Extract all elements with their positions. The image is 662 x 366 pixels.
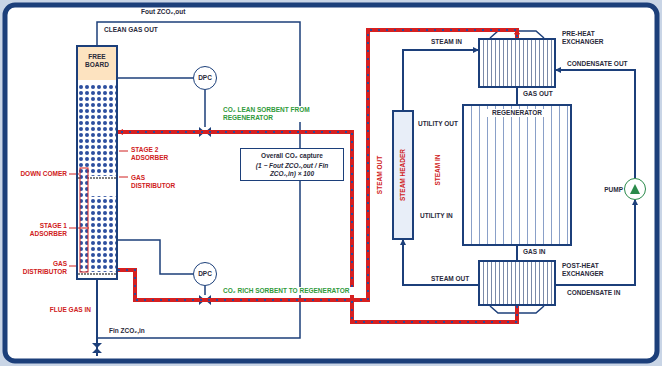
stage1-bed: [90, 196, 116, 272]
adsorber-column-text: FREE BOARD: [80, 53, 114, 69]
connector-group: [118, 132, 517, 322]
downcomer: [80, 168, 88, 272]
stream-label: FLUE GAS IN: [30, 306, 92, 314]
flow-variable: Fout ZCO₂,out: [140, 8, 220, 16]
frame: [5, 5, 657, 361]
flow-variable: Fin ZCO₂,in: [108, 327, 168, 335]
formula-box-text: Overall CO₂ capture: [244, 152, 340, 160]
process-line: [118, 77, 193, 79]
stream-label: UTILITY IN: [419, 212, 459, 220]
regenerator: REGENERATOR: [462, 104, 572, 246]
stream-label: GAS OUT: [522, 90, 558, 98]
steam-header-text: STEAM HEADER: [399, 149, 407, 201]
heat-exchanger-text: POST-HEAT EXCHANGER: [562, 262, 610, 278]
dpc-controller: DPC: [193, 262, 217, 286]
connector-group: [517, 246, 518, 260]
dpc-controller-text: DPC: [198, 74, 212, 82]
stream-label: CLEAN GAS OUT: [103, 26, 163, 34]
sorbent-line: [118, 30, 517, 300]
stream-label: CONDENSATE IN: [566, 289, 628, 297]
stream-label: UTILITY OUT: [417, 120, 459, 128]
formula-box: Overall CO₂ capture (1 − Fout ZCO₂,out / …: [240, 148, 344, 181]
connector-group: [403, 240, 478, 285]
stream-label: STEAM IN: [434, 153, 442, 186]
process-line: [403, 50, 478, 110]
pump-text: PUMP: [597, 186, 623, 194]
dpc-controller: DPC: [193, 66, 217, 90]
pump-body: [625, 179, 645, 199]
part-label: DOWN COMER: [14, 170, 68, 178]
heat-exchanger: PRE-HEAT EXCHANGER: [478, 38, 556, 88]
valve: [92, 343, 102, 353]
stream-label: GAS IN: [522, 248, 552, 256]
pump-symbol: [630, 184, 640, 194]
part-label: STAGE 2 ADSORBER: [130, 146, 190, 162]
part-label: GAS DISTRIBUTOR: [130, 174, 190, 190]
adsorber-column: FREE BOARD: [76, 45, 118, 280]
heat-exchanger-text: PRE-HEAT EXCHANGER: [562, 30, 610, 46]
stream-label: CO₂ RICH SORBENT TO REGENERATOR: [222, 287, 356, 295]
connector-group: [403, 50, 478, 110]
stage2-bed: [78, 84, 116, 176]
formula-box-text: (1 − Fout ZCO₂,out / Fin ZCO₂,in) × 100: [244, 162, 340, 178]
stream-label: CO₂ LEAN SORBENT FROM REGENERATOR: [222, 106, 342, 122]
dpc-controller-text: DPC: [198, 270, 212, 278]
part-label: GAS DISTRIBUTOR: [14, 260, 68, 276]
regenerator-text: REGENERATOR: [484, 109, 550, 117]
stream-label: CONDENSATE OUT: [566, 60, 630, 68]
connector-group: [118, 78, 193, 79]
sorbent-marker: [118, 30, 517, 300]
heat-exchanger: POST-HEAT EXCHANGER: [478, 260, 556, 306]
freeboard-fill: [78, 47, 116, 80]
sorbent-marker: [118, 132, 517, 322]
sorbent-line: [118, 132, 517, 322]
distributor-plate: [78, 273, 116, 275]
process-line: [516, 88, 518, 104]
part-label: STAGE 1 ADSORBER: [14, 222, 68, 238]
pump: PUMP: [624, 178, 646, 200]
process-line: [516, 246, 518, 260]
steam-header: STEAM HEADER: [392, 110, 414, 240]
connector-group: [517, 88, 518, 104]
stream-label: STEAM OUT: [376, 155, 384, 195]
stream-label: STEAM IN: [430, 38, 470, 46]
connector-group: [118, 30, 517, 300]
stream-label: STEAM OUT: [430, 275, 474, 283]
process-line: [403, 240, 478, 285]
